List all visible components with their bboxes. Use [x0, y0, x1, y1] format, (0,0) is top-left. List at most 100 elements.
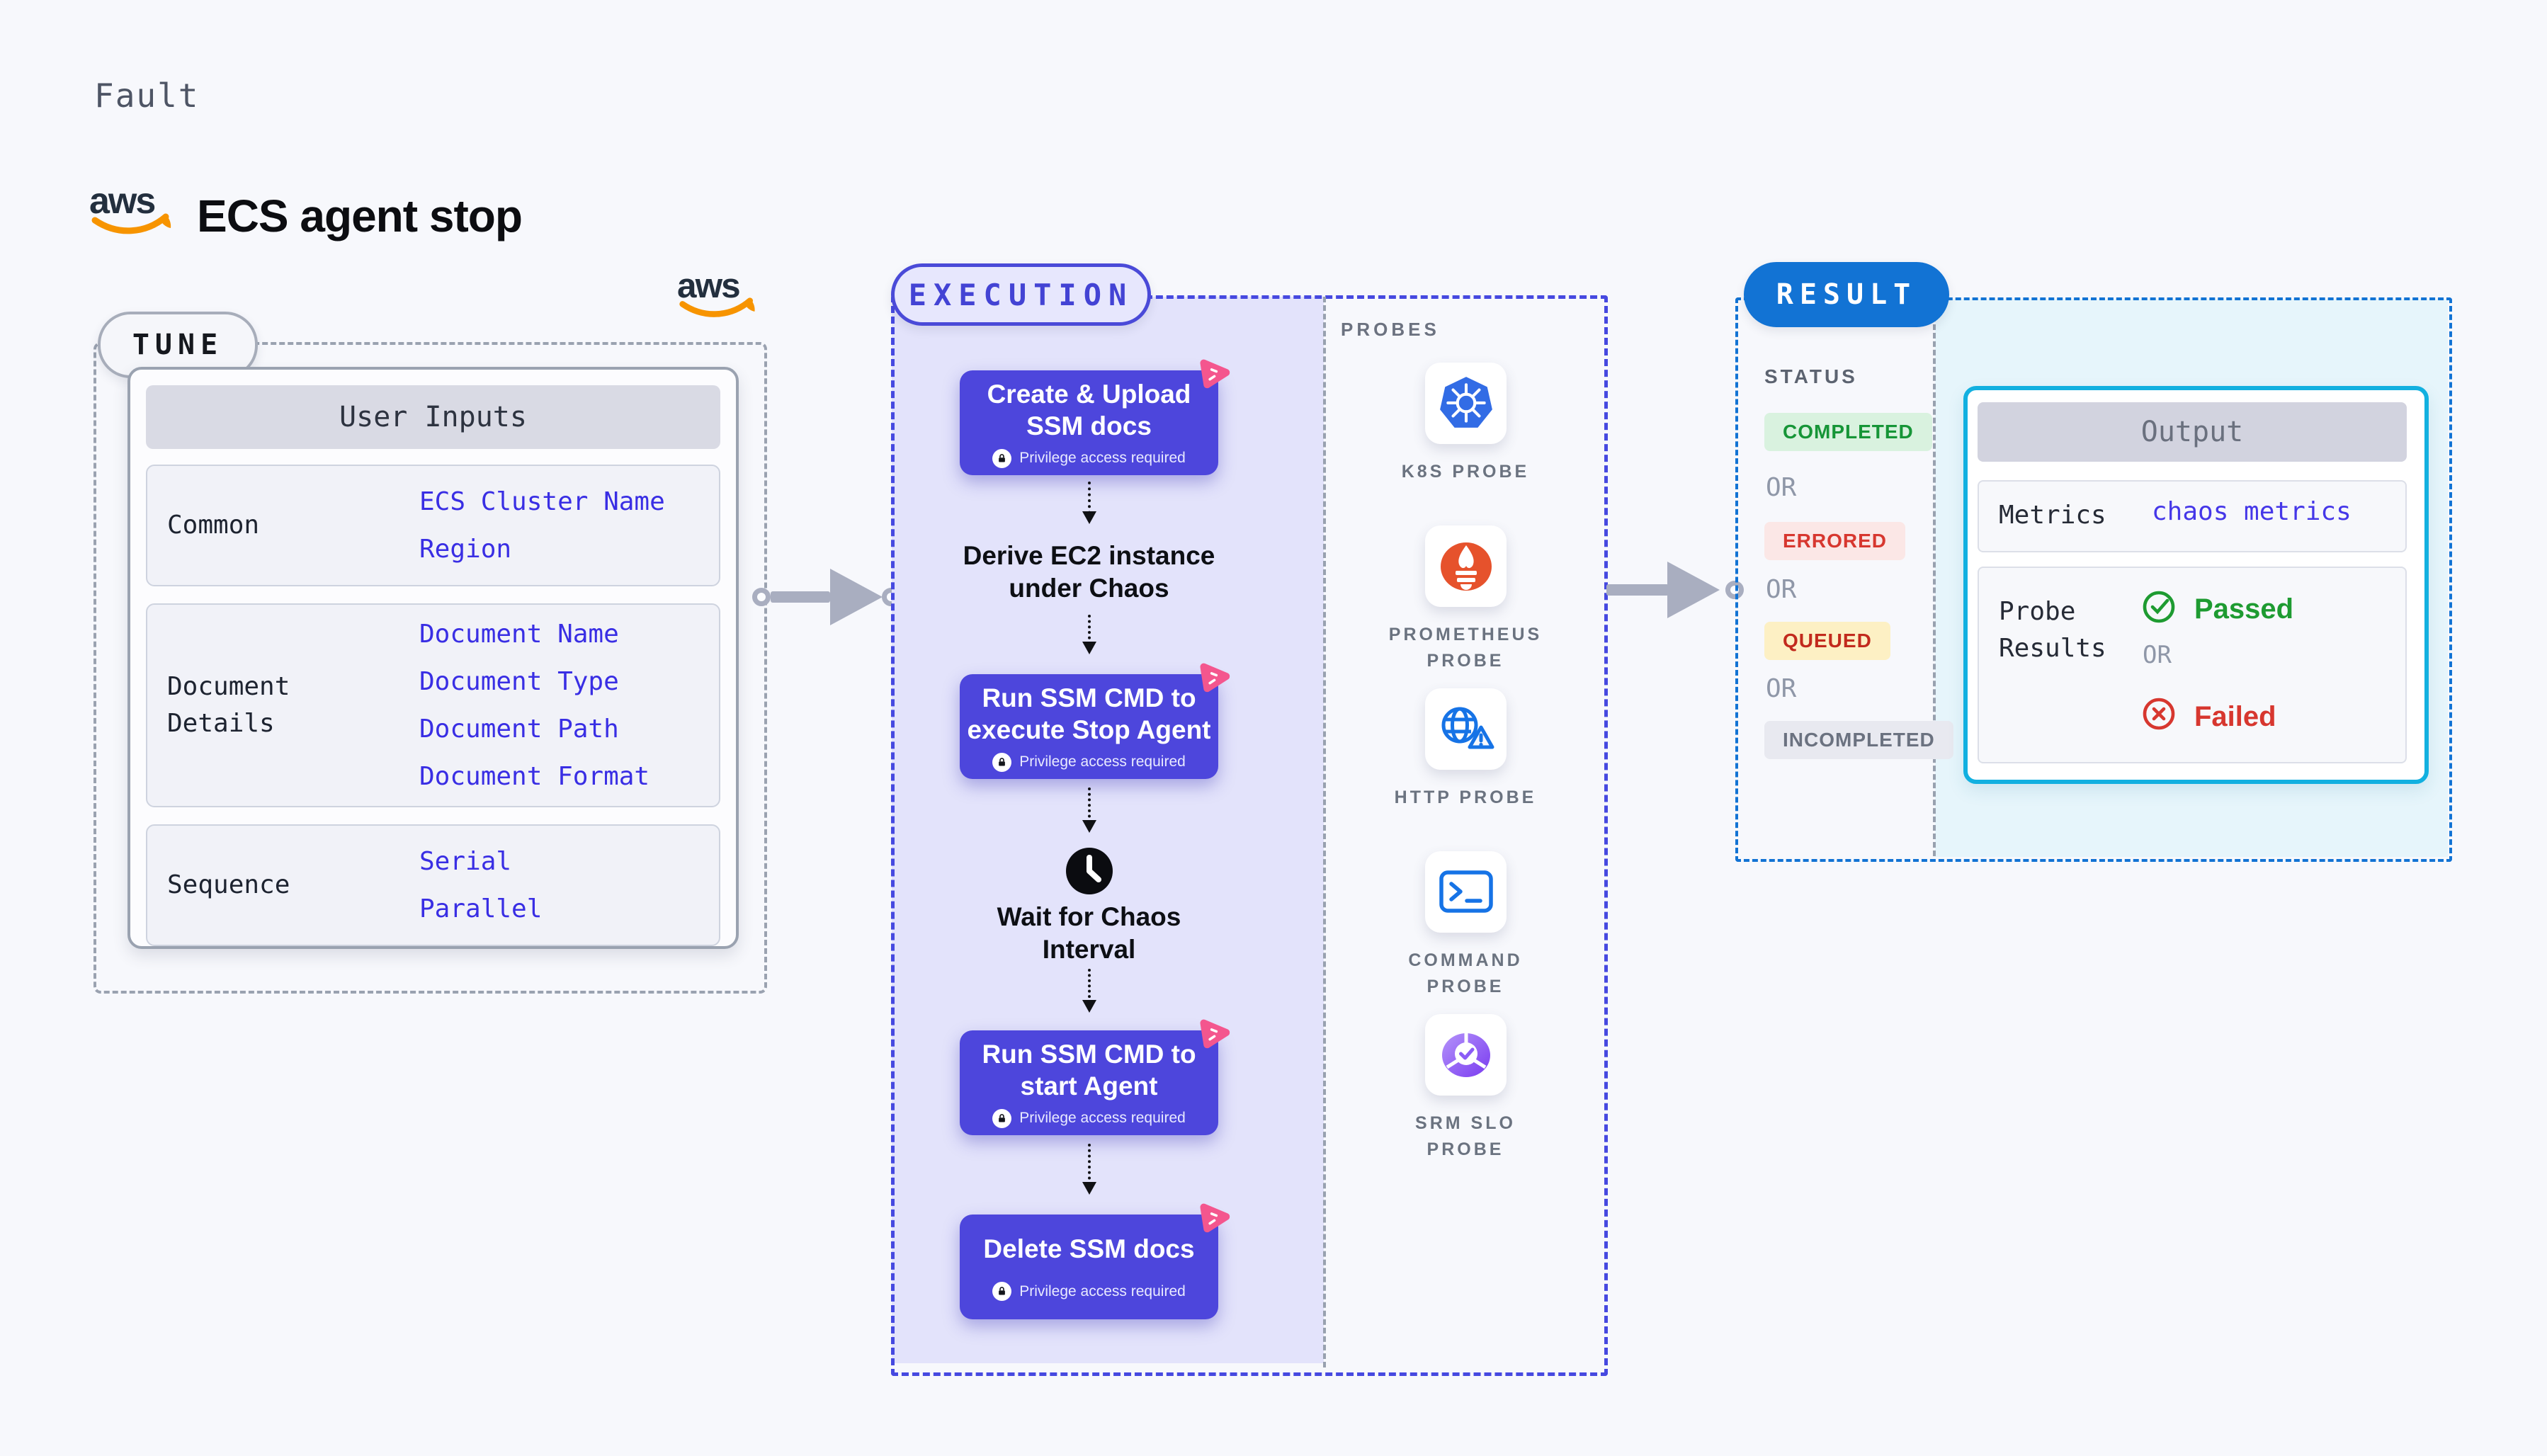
privilege-label: Privilege access required [1019, 450, 1186, 466]
arrow-down-icon [1082, 1144, 1096, 1195]
execution-section-frame [891, 295, 1608, 1376]
link-chaos-metrics[interactable]: chaos metrics [2152, 497, 2352, 526]
step-line2: under Chaos [1009, 574, 1169, 603]
arrow-down-icon [1082, 615, 1096, 654]
arrow-socket [1725, 581, 1744, 599]
arrow-right-icon [771, 591, 830, 603]
privilege-label: Privilege access required [1019, 1110, 1186, 1126]
page-title: ECS agent stop [197, 190, 523, 241]
probe-label-prometheus: PROMETHEUS PROBE [1388, 625, 1543, 671]
node-title-line1: Run SSM CMD to [982, 1039, 1196, 1069]
aws-logo-icon: aws [89, 181, 177, 243]
row-label-line2: Details [167, 709, 275, 738]
slo-gauge-icon [1425, 1014, 1507, 1096]
or-separator: OR [1766, 473, 1797, 502]
user-inputs-title: User Inputs [146, 385, 720, 449]
arrow-down-icon [1082, 787, 1096, 833]
row-label: Common [167, 511, 260, 540]
tune-section-frame [93, 342, 767, 994]
step-wait-chaos-interval: Wait for Chaos Interval [935, 901, 1243, 966]
row-label: Document [167, 672, 290, 701]
table-row-document-details: Document Details Document Name Document … [146, 603, 720, 807]
step-line1: Wait for Chaos [997, 902, 1181, 931]
arrow-right-icon [1667, 562, 1720, 618]
output-title: Output [1978, 402, 2407, 462]
table-row-sequence: Sequence Serial Parallel [146, 824, 720, 946]
probe-results-row [1978, 567, 2407, 763]
check-circle-icon [2141, 589, 2177, 628]
aws-logo-icon: aws [669, 252, 768, 339]
probe-results-label: Probe Results [1999, 597, 2106, 663]
probe-label-command: COMMAND PROBE [1408, 950, 1523, 996]
arrow-right-icon [830, 569, 883, 625]
node-title-line2: execute Stop Agent [967, 715, 1211, 744]
user-inputs-card: User Inputs Common ECS Cluster Name Regi… [127, 367, 739, 949]
step-line1: Derive EC2 instance [963, 541, 1215, 570]
probes-divider [1323, 297, 1326, 1367]
probe-label-srm-slo: SRM SLO PROBE [1415, 1113, 1516, 1159]
chaos-icon [1193, 1013, 1231, 1054]
metrics-row [1978, 480, 2407, 552]
arrow-socket [752, 588, 771, 606]
or-separator: OR [1766, 674, 1797, 703]
probe-result-failed: Failed [2194, 701, 2276, 732]
chaos-icon [1193, 657, 1231, 698]
link-document-name[interactable]: Document Name [419, 620, 619, 649]
or-separator: OR [1766, 575, 1797, 604]
node-title-line2: start Agent [1020, 1071, 1158, 1100]
lock-icon [992, 1108, 1012, 1128]
privilege-label: Privilege access required [1019, 753, 1186, 770]
node-title-line1: Create & Upload [987, 379, 1191, 409]
arrow-down-icon [1082, 482, 1096, 524]
step-derive-ec2: Derive EC2 instance under Chaos [935, 540, 1243, 605]
prometheus-icon [1425, 525, 1507, 607]
lock-icon [992, 448, 1012, 468]
node-run-ssm-stop-agent: Run SSM CMD to execute Stop Agent Privil… [960, 663, 1230, 779]
clock-icon [1065, 846, 1114, 899]
status-badge-incompleted: INCOMPLETED [1764, 721, 1953, 759]
node-delete-ssm-docs: Delete SSM docs Privilege access require… [960, 1203, 1230, 1319]
status-badge-errored: ERRORED [1764, 522, 1906, 560]
node-title-line1: Run SSM CMD to [982, 683, 1196, 712]
node-title-line1: Delete SSM docs [983, 1234, 1195, 1263]
node-create-upload-ssm-docs: Create & Upload SSM docs Privilege acces… [960, 359, 1230, 475]
table-row-common: Common ECS Cluster Name Region [146, 465, 720, 586]
link-document-format[interactable]: Document Format [419, 762, 650, 791]
link-serial[interactable]: Serial [419, 847, 512, 876]
link-document-path[interactable]: Document Path [419, 715, 619, 744]
result-section-frame [1735, 297, 2452, 862]
lock-icon [992, 1282, 1012, 1301]
result-badge: RESULT [1744, 262, 1949, 327]
metrics-label: Metrics [1999, 501, 2106, 530]
result-divider [1933, 299, 1936, 856]
link-region[interactable]: Region [419, 535, 512, 564]
link-document-type[interactable]: Document Type [419, 667, 619, 696]
row-label: Sequence [167, 870, 290, 899]
fault-eyebrow: Fault [94, 76, 200, 115]
probe-result-passed: Passed [2194, 593, 2294, 625]
status-badge-completed: COMPLETED [1764, 413, 1932, 451]
x-circle-icon [2141, 696, 2177, 735]
link-ecs-cluster-name[interactable]: ECS Cluster Name [419, 487, 665, 516]
svg-text:aws: aws [677, 268, 739, 305]
execution-badge: EXECUTION [891, 263, 1151, 326]
probe-label-http: HTTP PROBE [1394, 787, 1537, 807]
arrow-down-icon [1082, 969, 1096, 1013]
chaos-icon [1193, 353, 1231, 394]
arrow-right-icon [1606, 584, 1669, 596]
terminal-icon [1425, 851, 1507, 933]
link-parallel[interactable]: Parallel [419, 894, 543, 923]
chaos-icon [1193, 1198, 1231, 1239]
or-separator: OR [2143, 641, 2172, 669]
globe-alert-icon [1425, 688, 1507, 770]
status-badge-queued: QUEUED [1764, 622, 1890, 660]
probes-title: PROBES [1341, 319, 1440, 340]
svg-text:aws: aws [89, 183, 154, 222]
node-title-line2: SSM docs [1026, 411, 1152, 440]
node-run-ssm-start-agent: Run SSM CMD to start Agent Privilege acc… [960, 1019, 1230, 1135]
kubernetes-icon [1425, 363, 1507, 444]
privilege-label: Privilege access required [1019, 1282, 1186, 1299]
probe-label-k8s: K8S PROBE [1401, 462, 1530, 482]
lock-icon [992, 752, 1012, 772]
